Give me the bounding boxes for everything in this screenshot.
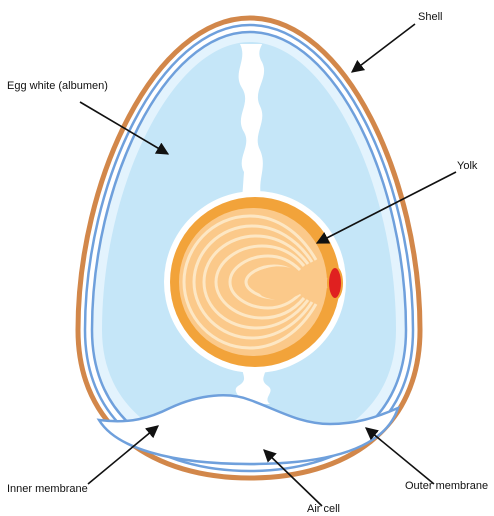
label-air-cell: Air cell (307, 503, 340, 516)
arrow-outer-membrane (366, 428, 434, 484)
arrow-shell (352, 24, 415, 72)
label-inner-membrane: Inner membrane (7, 483, 88, 496)
label-egg-white: Egg white (albumen) (7, 80, 108, 93)
label-yolk: Yolk (457, 160, 477, 173)
label-shell: Shell (418, 11, 442, 24)
label-outer-membrane: Outer membrane (405, 480, 488, 493)
germinal-disc (328, 267, 342, 299)
